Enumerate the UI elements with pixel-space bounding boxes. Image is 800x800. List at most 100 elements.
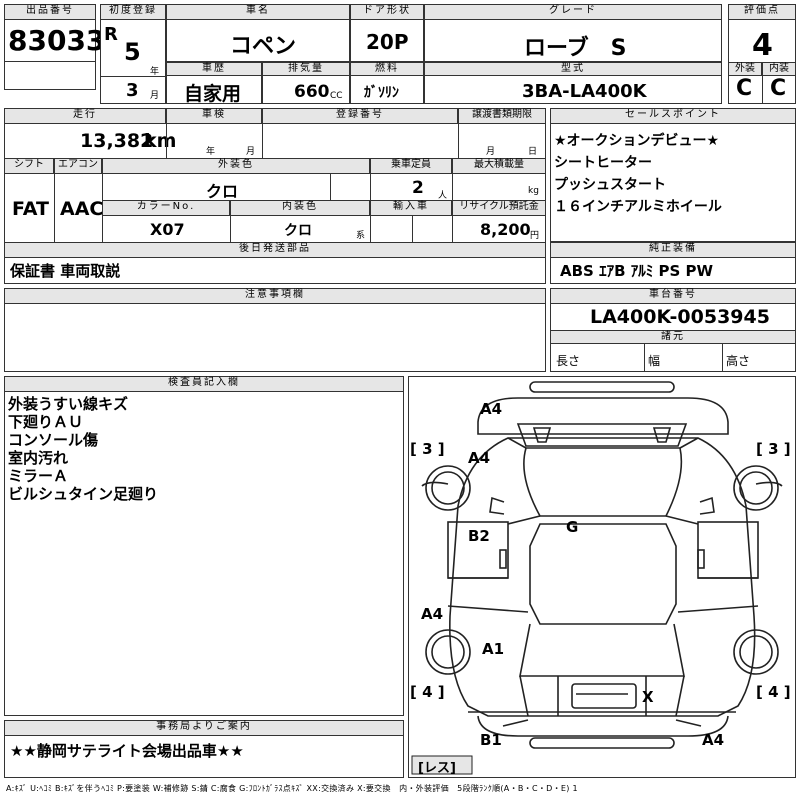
ac: AAC (60, 198, 104, 220)
ac-label: エアコン (54, 158, 102, 174)
color-label: 外装色 (102, 158, 370, 174)
spare-tire: [レス] (418, 761, 456, 776)
chassis-number: LA400K-0053945 (590, 306, 770, 328)
sales-item: プッシュスタート (554, 177, 666, 193)
damage-a4-hood: A4 (468, 449, 491, 467)
door-label: ドア形状 (350, 4, 424, 20)
int-color: クロ (284, 223, 312, 239)
score: 4 (752, 28, 773, 63)
score-label: 評価点 (728, 4, 796, 20)
model: 3BA-LA400K (522, 81, 647, 102)
era: R (104, 24, 118, 45)
sales-box (550, 108, 796, 242)
damage-x-rear: X (642, 688, 654, 706)
grade-label: グレード (424, 4, 722, 20)
interior-grade: C (770, 76, 787, 101)
spec-height: 高さ (726, 354, 751, 368)
inspector-line: 外装うすい線キズ (8, 395, 129, 413)
damage-b2-door: B2 (468, 527, 490, 545)
car-diagram (411, 381, 783, 775)
sales-item: シートヒーター (554, 155, 652, 171)
capacity-label: 乗車定員 (370, 158, 452, 174)
month-unit: 月 (150, 91, 160, 101)
color: クロ (206, 182, 239, 201)
damage-a1-quarter: A1 (482, 640, 505, 658)
inspector-label: 検査員記入欄 (4, 376, 404, 392)
load-label: 最大積載量 (452, 158, 546, 174)
capacity: 2 (412, 178, 424, 198)
mileage-label: 走行 (4, 108, 166, 124)
import-label: 輸入車 (370, 200, 452, 216)
transfer-day: 日 (528, 147, 538, 157)
sales-item: １６インチアルミホイール (554, 199, 722, 215)
mileage: 13,382 (80, 130, 154, 152)
legend: A:ｷｽﾞ U:ﾍｺﾐ B:ｷｽﾞを伴うﾍｺﾐ P:要塗装 W:補修跡 S:錆 … (6, 784, 578, 793)
inspector-line: 下廻りＡＵ (8, 413, 84, 431)
interior-label: 内装 (762, 62, 796, 76)
inspector-line: コンソール傷 (8, 431, 99, 449)
color-no: X07 (150, 220, 185, 239)
displacement-label: 排気量 (262, 62, 350, 76)
chassis-label: 車台番号 (550, 288, 796, 304)
int-color-label: 内装色 (230, 200, 370, 216)
damage-g-windshield: G (566, 518, 579, 536)
grade: ローブ S (524, 36, 627, 61)
car-diagram-box (408, 376, 796, 778)
first-reg-label: 初度登録 (100, 4, 166, 20)
later-parts-label: 後日発送部品 (4, 242, 546, 258)
year-unit: 年 (150, 67, 160, 77)
recycle: 8,200 (480, 220, 531, 239)
reg-number-label: 登録番号 (262, 108, 458, 124)
fuel-label: 燃料 (350, 62, 424, 76)
spec-width: 幅 (648, 354, 661, 368)
km-unit: km (144, 130, 177, 152)
history-label: 車歴 (166, 62, 262, 76)
reg-month: 3 (126, 80, 139, 101)
exterior-grade: C (736, 76, 753, 101)
tire-front-left: [ 3 ] (410, 440, 445, 458)
lot-label: 出品番号 (4, 4, 96, 20)
inspector-line: ミラーＡ (8, 467, 69, 485)
inspector-box (4, 376, 404, 716)
sales-label: セールスポイント (550, 108, 796, 124)
recycle-label: リサイクル預託金 (452, 200, 546, 216)
lot-number: 83033 (8, 24, 106, 57)
damage-a4-rear-bumper: A4 (702, 731, 725, 749)
kei-unit: 系 (356, 231, 366, 241)
model-label: 型式 (424, 62, 722, 76)
insp-year-unit: 年 (206, 147, 216, 157)
door-type: 20P (366, 30, 409, 54)
spec-label: 諸元 (550, 330, 796, 344)
office-label: 事務局よりご案内 (4, 720, 404, 736)
shift-label: シフト (4, 158, 54, 174)
transfer-label: 譲渡書類期限 (458, 108, 546, 124)
inspector-line: 室内汚れ (8, 449, 69, 467)
car-name: コペン (230, 34, 297, 59)
exterior-label: 外装 (728, 62, 762, 76)
damage-b1-rear-bumper: B1 (480, 731, 502, 749)
equipment: ABS ｴｱB ｱﾙﾐ PS PW (560, 262, 714, 280)
office-notice: ★★静岡サテライト会場出品車★★ (10, 742, 244, 760)
insp-month-unit: 月 (246, 147, 256, 157)
car-name-label: 車名 (166, 4, 350, 20)
color-no-label: カラーNo. (102, 200, 230, 216)
spec-length: 長さ (556, 354, 581, 368)
person-unit: 人 (438, 191, 448, 201)
sales-item: ★オークションデビュー★ (554, 133, 720, 149)
tire-rear-right: [ 4 ] (756, 683, 791, 701)
cc-unit: CC (330, 91, 343, 101)
notes-label: 注意事項欄 (4, 288, 546, 304)
damage-a4-side: A4 (421, 605, 444, 623)
inspector-line: ビルシュタイン足廻り (8, 485, 159, 503)
first-reg-box (100, 4, 166, 104)
damage-a4-front-bumper: A4 (480, 400, 503, 418)
kg-unit: kg (528, 186, 539, 196)
fuel: ｶﾞｿﾘﾝ (364, 85, 399, 101)
history: 自家用 (184, 83, 242, 105)
tire-rear-left: [ 4 ] (410, 683, 445, 701)
later-parts: 保証書 車両取説 (10, 262, 121, 280)
transfer-month: 月 (486, 147, 496, 157)
displacement: 660 (294, 82, 330, 102)
equipment-label: 純正装備 (550, 242, 796, 258)
tire-front-right: [ 3 ] (756, 440, 791, 458)
